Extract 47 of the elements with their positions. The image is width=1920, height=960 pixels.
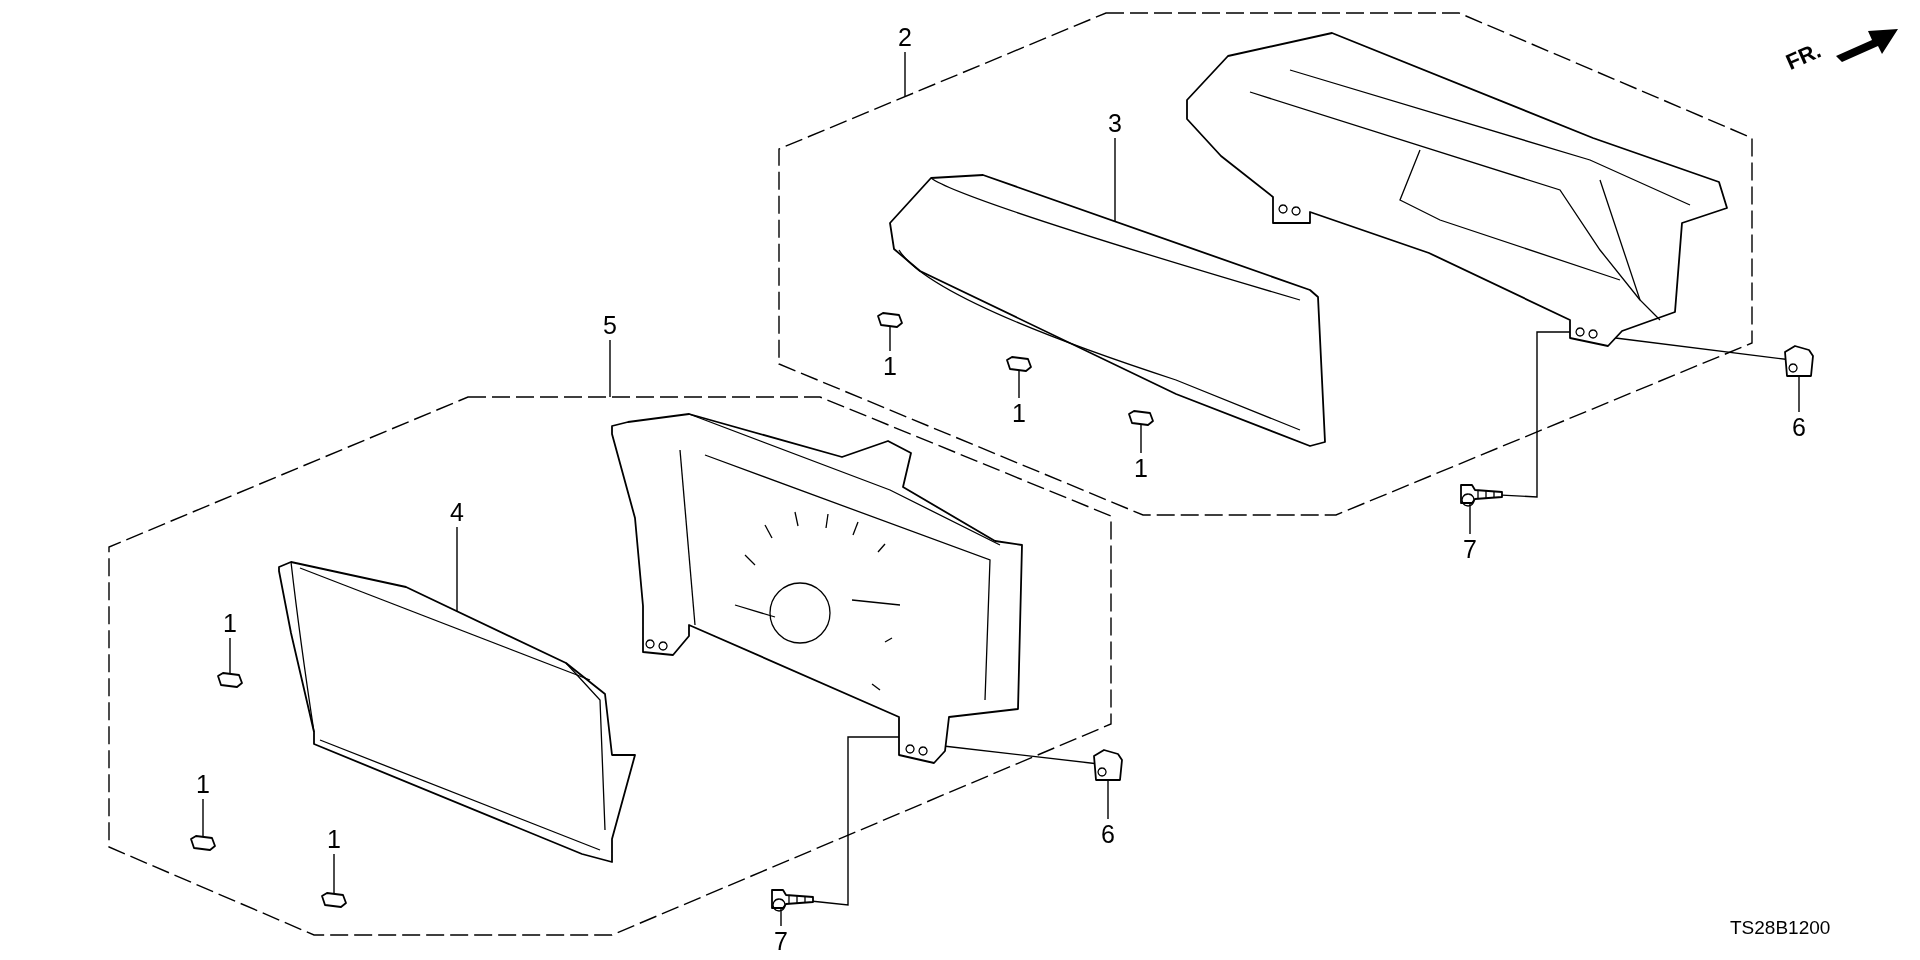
callout-number: 5 (596, 310, 624, 340)
screw-drawing (770, 888, 815, 910)
clip-drawing (876, 311, 904, 329)
callout-number: 1 (320, 824, 348, 854)
callout-number: 1 (1005, 398, 1033, 428)
callout-number: 7 (767, 926, 795, 956)
leader-line (780, 907, 782, 927)
leader-line (229, 637, 231, 675)
leader-line (904, 51, 906, 98)
leader-line (202, 798, 204, 838)
leader-line (1140, 423, 1142, 454)
callout-number: 3 (1101, 108, 1129, 138)
callout-number: 6 (1785, 412, 1813, 442)
clip-drawing (320, 891, 348, 909)
lens-drawing (277, 560, 637, 864)
clip-drawing (189, 834, 217, 852)
leader-line (1501, 331, 1571, 498)
assembly-outline (777, 11, 1754, 517)
diagram-code: TS28B1200 (1730, 917, 1831, 939)
callout-number: 1 (189, 769, 217, 799)
callout-number: 6 (1094, 819, 1122, 849)
bracket-clip-drawing (1783, 344, 1815, 378)
callout-number: 1 (1127, 453, 1155, 483)
leader-line (333, 853, 335, 895)
leader-line (1114, 137, 1116, 223)
leader-line (1018, 369, 1020, 399)
leader-line (944, 745, 1096, 765)
callout-number: 2 (891, 22, 919, 52)
bracket-clip-drawing (1092, 748, 1124, 782)
leader-line (812, 736, 900, 906)
leader-line (1798, 375, 1800, 413)
clip-drawing (1127, 409, 1155, 427)
clip-drawing (216, 671, 244, 689)
callout-number: 1 (216, 608, 244, 638)
callout-number: 7 (1456, 534, 1484, 564)
leader-line (889, 325, 891, 352)
callout-number: 4 (443, 497, 471, 527)
direction-label: FR. (1782, 37, 1825, 76)
leader-line (1107, 779, 1109, 820)
callout-number: 1 (876, 351, 904, 381)
leader-line (1614, 337, 1787, 360)
leader-line (456, 526, 458, 612)
clip-drawing (1005, 355, 1033, 373)
leader-line (1469, 502, 1471, 535)
screw-drawing (1459, 483, 1504, 505)
meter-housing-drawing (1185, 31, 1729, 348)
leader-line (609, 339, 611, 398)
